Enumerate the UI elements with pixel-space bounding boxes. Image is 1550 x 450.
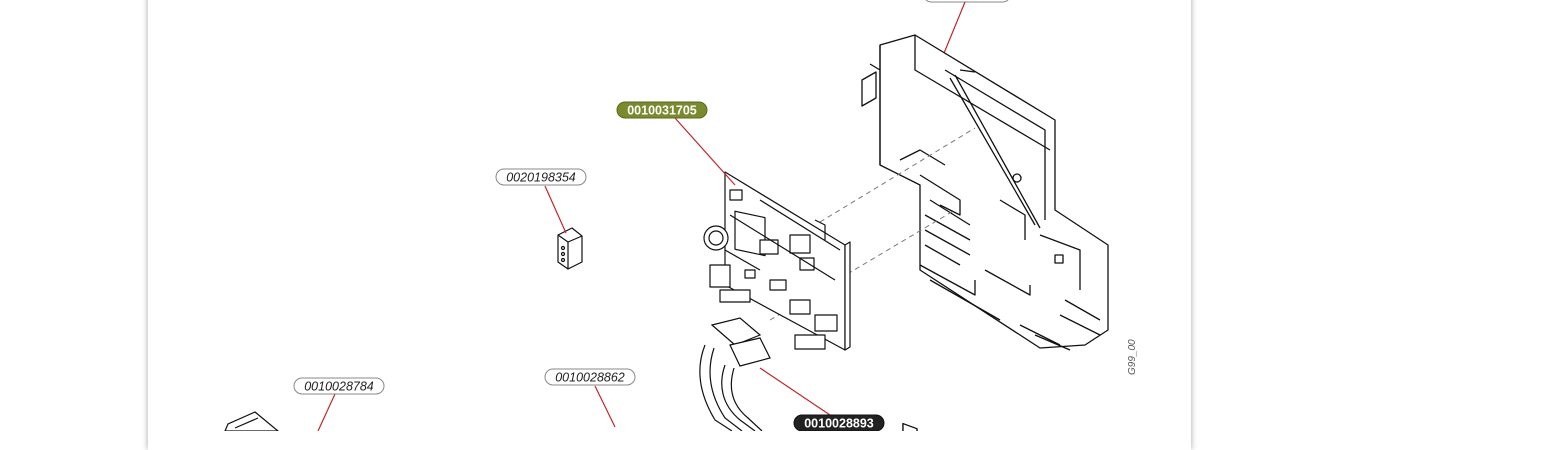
part-label-plug[interactable]: 0020198354 bbox=[495, 168, 587, 186]
part-label-top[interactable] bbox=[924, 0, 1010, 3]
exploded-parts-diagram: G99_00 0010031705 0020198354 0010028784 … bbox=[224, 0, 1138, 431]
part-label-left-bottom[interactable]: 0010028784 bbox=[293, 377, 385, 395]
part-number-pcb: 0010031705 bbox=[627, 104, 697, 118]
pcb-board[interactable] bbox=[703, 171, 851, 351]
part-number-cable-left: 0010028862 bbox=[555, 371, 625, 385]
part-label-cable-left[interactable]: 0010028862 bbox=[544, 368, 636, 386]
part-number-plug: 0020198354 bbox=[506, 171, 576, 185]
left-bottom-part[interactable] bbox=[224, 411, 279, 431]
drawing-code: G99_00 bbox=[1127, 339, 1138, 375]
part-label-cable-bundle[interactable]: 0010028893 bbox=[793, 414, 885, 431]
leader-lines bbox=[317, 117, 831, 431]
part-label-pcb[interactable]: 0010031705 bbox=[616, 101, 708, 119]
alignment-lines bbox=[769, 127, 976, 321]
part-number-cable-bundle: 0010028893 bbox=[804, 417, 874, 431]
leader-line-top bbox=[941, 1, 966, 59]
cable-harness[interactable] bbox=[699, 317, 771, 431]
plug-connector[interactable] bbox=[557, 227, 583, 270]
control-box-housing[interactable] bbox=[861, 34, 1109, 431]
part-number-left-bottom: 0010028784 bbox=[304, 380, 374, 394]
